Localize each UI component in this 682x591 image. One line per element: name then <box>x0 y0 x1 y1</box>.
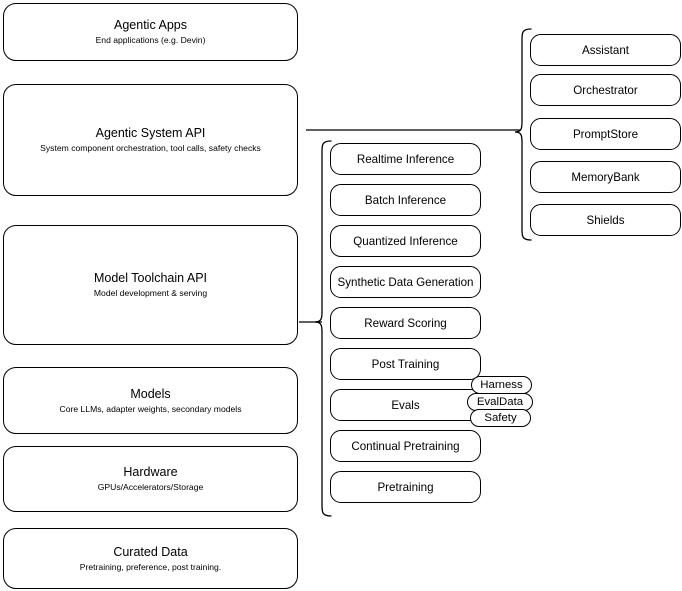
chip-promptstore[interactable]: PromptStore <box>530 118 681 150</box>
chip-label: Synthetic Data Generation <box>337 275 474 289</box>
chip-quantized-inference[interactable]: Quantized Inference <box>330 225 481 257</box>
layer-title: Hardware <box>123 465 178 479</box>
chip-label: Evals <box>391 398 420 412</box>
layer-title: Models <box>130 386 171 401</box>
chip-label: Post Training <box>371 357 440 371</box>
layer-subtitle: GPUs/Accelerators/Storage <box>97 482 204 492</box>
chip-label: Shields <box>586 213 625 227</box>
chip-label: Realtime Inference <box>356 152 455 166</box>
pill-label: Safety <box>484 412 517 424</box>
chip-label: Quantized Inference <box>353 234 458 248</box>
layer-agentic-system-api[interactable]: Agentic System API System component orch… <box>3 84 298 196</box>
chip-realtime-inference[interactable]: Realtime Inference <box>330 143 481 175</box>
layer-subtitle: Pretraining, preference, post training. <box>79 561 222 572</box>
layer-subtitle: Core LLMs, adapter weights, secondary mo… <box>59 403 242 414</box>
layer-subtitle: System component orchestration, tool cal… <box>40 143 261 153</box>
pill-harness[interactable]: Harness <box>471 376 532 394</box>
layer-subtitle: Model development & serving <box>93 288 208 298</box>
layer-curated-data[interactable]: Curated Data Pretraining, preference, po… <box>3 528 298 589</box>
chip-label: Continual Pretraining <box>351 439 460 453</box>
layer-model-toolchain-api[interactable]: Model Toolchain API Model development & … <box>3 225 298 345</box>
system-brace-icon <box>514 28 532 241</box>
layer-title: Agentic Apps <box>114 18 187 32</box>
chip-label: Assistant <box>581 43 630 57</box>
chip-batch-inference[interactable]: Batch Inference <box>330 184 481 216</box>
layer-subtitle: End applications (e.g. Devin) <box>95 35 206 45</box>
chip-label: Orchestrator <box>573 83 638 97</box>
chip-assistant[interactable]: Assistant <box>530 34 681 66</box>
chip-label: Pretraining <box>377 480 434 494</box>
chip-pretraining[interactable]: Pretraining <box>330 471 481 503</box>
chip-synthetic-data-generation[interactable]: Synthetic Data Generation <box>330 266 481 298</box>
layer-title: Model Toolchain API <box>93 271 208 285</box>
chip-evals[interactable]: Evals <box>330 389 481 421</box>
chip-label: Reward Scoring <box>364 316 447 330</box>
pill-safety[interactable]: Safety <box>470 409 531 427</box>
chip-label: MemoryBank <box>571 170 640 184</box>
layer-hardware[interactable]: Hardware GPUs/Accelerators/Storage <box>3 446 298 512</box>
chip-orchestrator[interactable]: Orchestrator <box>530 74 681 106</box>
layer-title: Agentic System API <box>95 126 206 140</box>
chip-label: Batch Inference <box>364 193 447 207</box>
chip-memorybank[interactable]: MemoryBank <box>530 161 681 193</box>
chip-label: PromptStore <box>572 127 639 141</box>
toolchain-brace-icon <box>314 140 332 517</box>
chip-continual-pretraining[interactable]: Continual Pretraining <box>330 430 481 462</box>
pill-label: Harness <box>480 379 523 391</box>
chip-shields[interactable]: Shields <box>530 204 681 236</box>
layer-title: Curated Data <box>113 544 188 559</box>
layer-agentic-apps[interactable]: Agentic Apps End applications (e.g. Devi… <box>3 3 298 61</box>
pill-label: EvalData <box>476 396 524 408</box>
layer-models[interactable]: Models Core LLMs, adapter weights, secon… <box>3 367 298 434</box>
chip-reward-scoring[interactable]: Reward Scoring <box>330 307 481 339</box>
chip-post-training[interactable]: Post Training <box>330 348 481 380</box>
